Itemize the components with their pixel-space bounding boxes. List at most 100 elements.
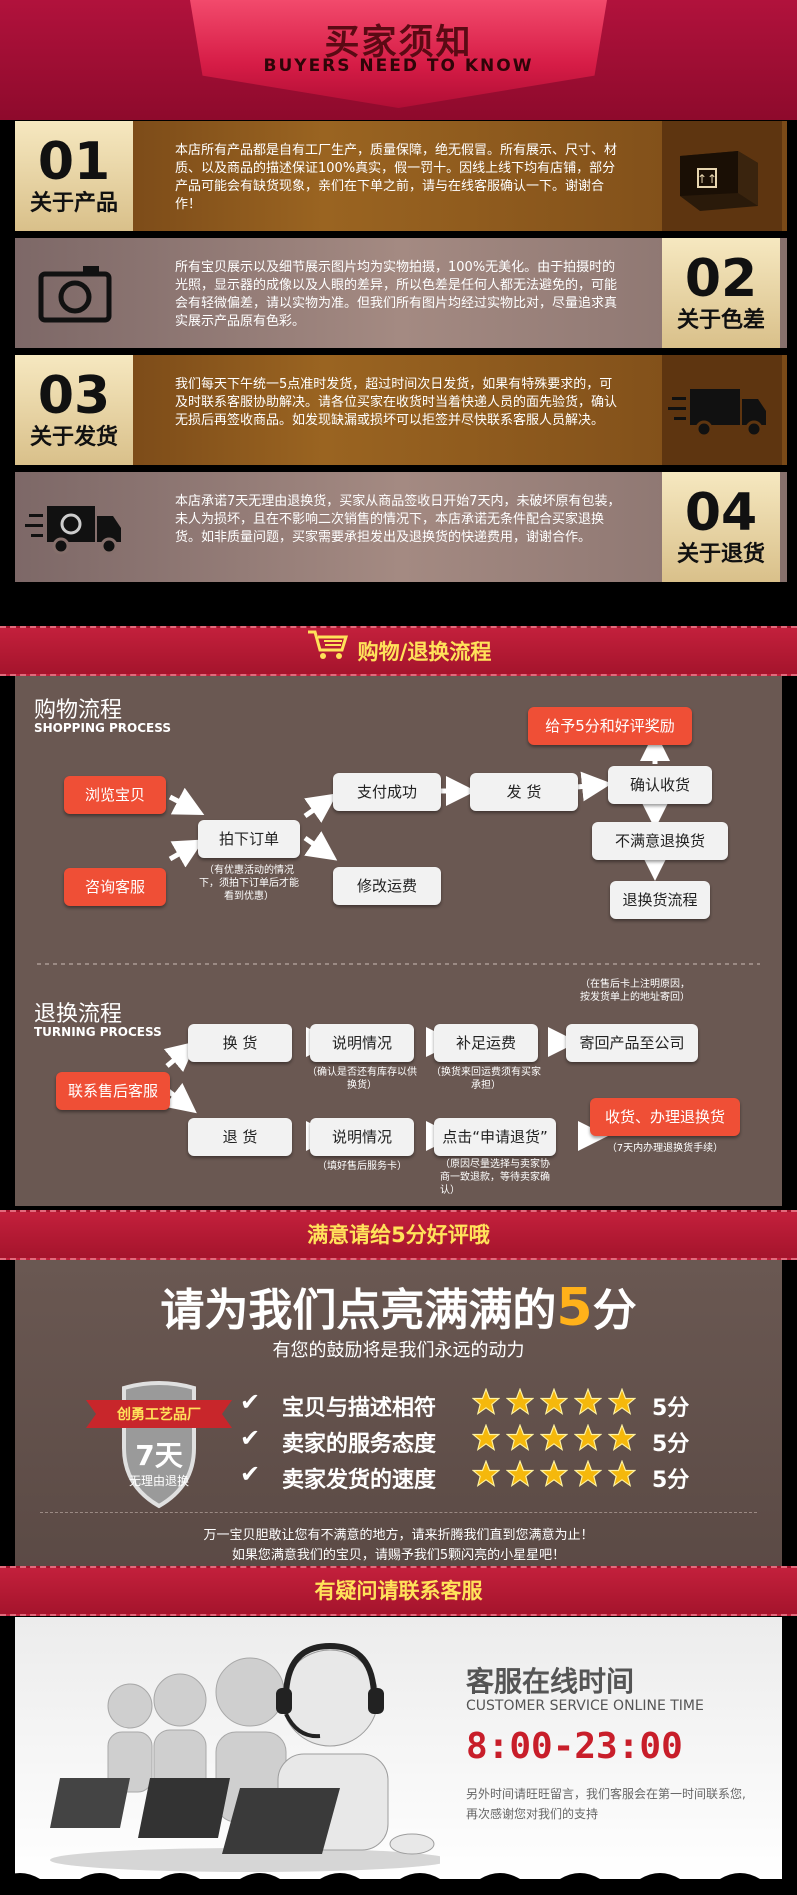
place-order-note: （有优惠活动的情况下，须拍下订单后才能看到优惠） — [199, 865, 299, 902]
badge-factory-name: 创勇工艺品厂 — [117, 1407, 201, 1423]
rating-banner: 满意请给5分好评哦 — [0, 1210, 797, 1260]
star-icon — [471, 1387, 501, 1416]
rating-item-label: 卖家发货的速度 — [282, 1468, 437, 1493]
send-back-step: 寄回产品至公司 — [566, 1024, 698, 1062]
service-title: 客服在线时间 — [466, 1665, 635, 1698]
star-icon — [539, 1459, 569, 1488]
torn-edge — [0, 1873, 797, 1895]
flow-banner-title: 购物/退换流程 — [357, 640, 492, 664]
confirm-receipt-step: 确认收货 — [608, 766, 712, 804]
badge-no-reason-return: 无理由退换 — [128, 1474, 189, 1488]
notice-number-box: 03 关于发货 — [15, 355, 133, 465]
ship-step: 发 货 — [470, 773, 578, 811]
star-icon — [607, 1459, 637, 1488]
service-note: 另外时间请旺旺留言，我们客服会在第一时间联系您,再次感谢您对我们的支持 — [466, 1787, 746, 1821]
star-icon — [539, 1423, 569, 1452]
browse-products-step: 浏览宝贝 — [64, 776, 166, 814]
check-icon: ✔ — [240, 1424, 261, 1452]
notice-text: 所有宝贝展示以及细节展示图片均为实物拍摄，100%无美化。由于拍摄时的光照，显示… — [175, 260, 618, 329]
rating-headline-number: 5 — [556, 1278, 593, 1338]
notice-row-color — [15, 238, 787, 348]
rating-banner-title: 满意请给5分好评哦 — [307, 1223, 490, 1247]
truck-icon — [662, 355, 782, 465]
notice-label: 关于退货 — [676, 542, 765, 567]
svg-text:↑↑: ↑↑ — [697, 172, 717, 186]
guarantee-badge: 创勇工艺品厂 7天 无理由退换 — [84, 1376, 234, 1516]
pay-shipping-step: 补足运费 — [434, 1024, 538, 1062]
star-icon — [607, 1387, 637, 1416]
explain-exchange-step: 说明情况 — [310, 1024, 414, 1062]
exchange-step: 换 货 — [188, 1024, 292, 1062]
place-order-step: 拍下订单 — [198, 820, 300, 858]
receive-return-note: （7天内办理退换货手续） — [606, 1143, 724, 1154]
rating-score: 5分 — [652, 1432, 690, 1457]
explain-refund-note: （填好售后服务卡） — [317, 1161, 407, 1172]
star-icon — [573, 1423, 603, 1452]
notice-number: 01 — [37, 132, 111, 192]
package-icon: ↑↑ — [662, 121, 782, 231]
notice-number-box: 04 关于退货 — [662, 472, 780, 582]
notice-label: 关于发货 — [29, 425, 118, 450]
flow-banner: 购物/退换流程 — [0, 626, 797, 676]
star-icon — [539, 1387, 569, 1416]
refund-step: 退 货 — [188, 1118, 292, 1156]
rating-footer-line2: 如果您满意我们的宝贝，请赐予我们5颗闪亮的小星星吧！ — [231, 1548, 566, 1563]
contact-aftersales-step: 联系售后客服 — [56, 1072, 170, 1110]
star-rating — [471, 1459, 642, 1492]
notice-number-box: 01 关于产品 — [15, 121, 133, 231]
check-icon: ✔ — [240, 1388, 261, 1416]
page-title: 买家须知 — [324, 23, 473, 63]
unsatisfied-return-step: 不满意退换货 — [592, 822, 728, 860]
receive-return-step: 收货、办理退换货 — [590, 1098, 740, 1136]
notice-text: 本店承诺7天无理由退换货，买家从商品签收日开始7天内，未破坏原有包装，未人为损坏… — [175, 494, 621, 545]
star-icon — [505, 1459, 535, 1488]
apply-return-note: （原因尽量选择与卖家协商一致退款，等待卖家确认） — [440, 1159, 550, 1196]
return-truck-icon — [15, 472, 135, 582]
badge-days: 7天 — [135, 1439, 183, 1472]
notice-label: 关于色差 — [676, 308, 765, 333]
rating-row: ✔ 宝贝与描述相符 5分 — [240, 1386, 710, 1422]
send-back-note: （在售后卡上注明原因，按发货单上的地址寄回） — [580, 979, 690, 1003]
rating-divider — [40, 1512, 757, 1513]
reward-step: 给予5分和好评奖励 — [528, 707, 692, 745]
rating-headline: 请为我们点亮满满的5分 — [160, 1278, 637, 1338]
returns-subtitle: TURNING PROCESS — [34, 1025, 162, 1039]
star-rating — [471, 1387, 642, 1420]
rating-score: 5分 — [652, 1396, 690, 1421]
page-subtitle: BUYERS NEED TO KNOW — [263, 56, 534, 76]
rating-subline: 有您的鼓励将是我们永远的动力 — [272, 1340, 525, 1361]
notice-row-product — [15, 121, 787, 231]
rating-footer-line1: 万一宝贝胆敢让您有不满意的地方，请来折腾我们直到您满意为止！ — [203, 1528, 594, 1543]
star-rating — [471, 1423, 642, 1456]
pay-shipping-note: （换货来回运费须有买家承担） — [431, 1067, 541, 1091]
notice-number: 02 — [684, 249, 758, 309]
service-subtitle: CUSTOMER SERVICE ONLINE TIME — [466, 1698, 704, 1714]
returns-title: 退换流程 — [34, 1002, 123, 1027]
star-icon — [607, 1423, 637, 1452]
cart-icon — [306, 628, 350, 676]
contact-banner: 有疑问请联系客服 — [0, 1566, 797, 1616]
notice-text: 本店所有产品都是自有工厂生产，质量保障，绝无假冒。所有展示、尺寸、材质、以及商品… — [175, 143, 618, 212]
explain-refund-step: 说明情况 — [310, 1118, 414, 1156]
star-icon — [573, 1459, 603, 1488]
consult-service-step: 咨询客服 — [64, 868, 166, 906]
modify-shipping-step: 修改运费 — [333, 867, 441, 905]
star-icon — [505, 1387, 535, 1416]
star-icon — [471, 1423, 501, 1452]
return-flow-step: 退换货流程 — [610, 881, 710, 919]
rating-item-label: 卖家的服务态度 — [282, 1432, 437, 1457]
payment-success-step: 支付成功 — [333, 773, 441, 811]
service-hours: 8:00-23:00 — [466, 1726, 683, 1767]
notice-number: 04 — [684, 483, 758, 543]
rating-item-label: 宝贝与描述相符 — [282, 1396, 437, 1421]
notice-text: 我们每天下午统一5点准时发货，超过时间次日发货，如果有特殊要求的，可及时联系客服… — [175, 377, 618, 428]
star-icon — [505, 1423, 535, 1452]
rating-list: ✔ 宝贝与描述相符 5分 ✔ 卖家的服务态度 5分 ✔ 卖家发货的速度 5分 — [240, 1386, 710, 1494]
star-icon — [573, 1387, 603, 1416]
flow-arrows — [37, 731, 760, 1151]
shopping-subtitle: SHOPPING PROCESS — [34, 721, 171, 735]
notice-number: 03 — [37, 366, 111, 426]
notice-label: 关于产品 — [29, 191, 118, 216]
rating-row: ✔ 卖家发货的速度 5分 — [240, 1458, 710, 1494]
apply-return-step: 点击“申请退货” — [434, 1118, 556, 1156]
